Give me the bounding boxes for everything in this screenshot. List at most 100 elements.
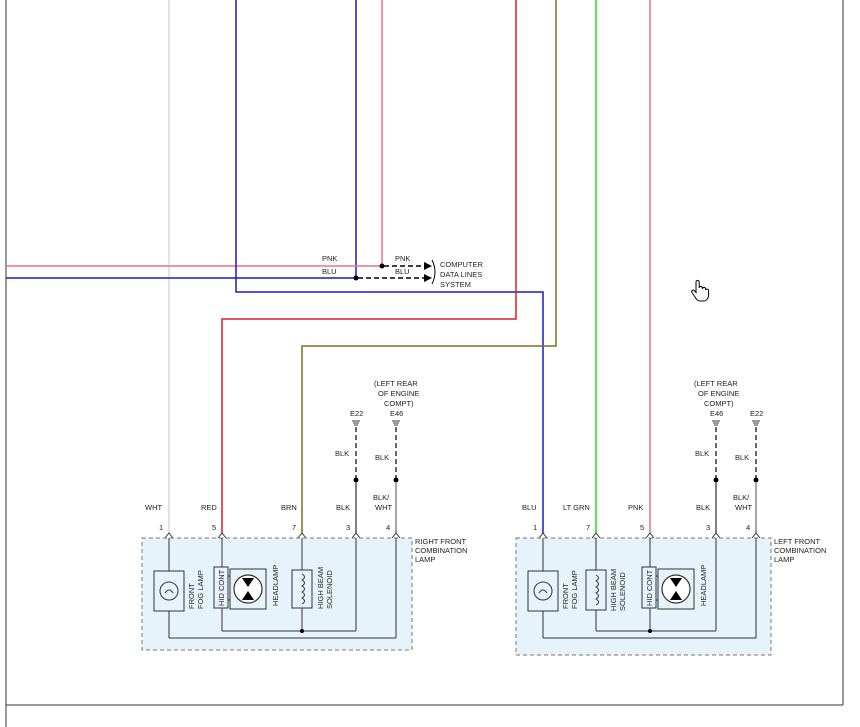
pin-number: 7 [292, 523, 296, 532]
arrow-down-icon [670, 578, 682, 587]
pin-number: 7 [586, 523, 590, 532]
label-blu-left: BLU [322, 267, 337, 276]
hand-pointer-icon [691, 279, 710, 302]
wire-color-label: BLK [335, 449, 349, 458]
system-bracket [431, 259, 436, 285]
arrow-right-icon [424, 274, 432, 282]
solenoid-box [585, 569, 607, 611]
wire-red-right-lamp [221, 0, 517, 534]
wire-color-label: BRN [281, 503, 297, 512]
pin-number: 4 [386, 523, 390, 532]
wire-color-label: PNK [628, 503, 643, 512]
hid-controller-label: HID CONT [217, 569, 226, 606]
wire-color-label: BLK/ [373, 493, 390, 502]
label-pnk-left: PNK [322, 254, 337, 263]
pin-number: 5 [212, 523, 216, 532]
wire-color-label: BLK/ [733, 493, 750, 502]
ground-note-line3: COMPT) [704, 399, 734, 408]
ground-label: E22 [350, 409, 363, 418]
pin-number: 3 [706, 523, 710, 532]
wire-color-label: BLK [735, 453, 749, 462]
wire-color-label: BLK [375, 453, 389, 462]
headlamp-bulb-icon [661, 574, 691, 604]
solenoid-label: SOLENOID [618, 572, 627, 611]
component-title-line2: COMBINATION [774, 546, 826, 555]
headlamp-label: HEADLAMP [699, 565, 708, 606]
ground-label: E46 [710, 409, 723, 418]
hid-controller-label: HID CONT [645, 569, 654, 606]
ground-note-line2: OF ENGINE [698, 389, 739, 398]
hid-controller-box [213, 566, 229, 609]
label-pnk-right: PNK [395, 254, 410, 263]
component-title-line1: RIGHT FRONT [415, 537, 467, 546]
splice-dot [393, 477, 399, 483]
left-front-combination-lamp: (LEFT REAR OF ENGINE COMPT) E46 E22 BLK … [515, 379, 826, 656]
ground-note-line1: (LEFT REAR [374, 379, 418, 388]
system-label-line2: DATA LINES [440, 270, 482, 279]
ground-note-line2: OF ENGINE [378, 389, 419, 398]
arrow-down-icon [242, 578, 254, 587]
headlamp-label: HEADLAMP [271, 565, 280, 606]
component-title-line1: LEFT FRONT [774, 537, 821, 546]
fog-lamp-label: FOG LAMP [196, 570, 205, 609]
component-title-line2: COMBINATION [415, 546, 467, 555]
component-title-line3: LAMP [415, 555, 435, 564]
arrow-up-icon [670, 591, 682, 600]
solenoid-box [291, 569, 313, 609]
component-title-line3: LAMP [774, 555, 794, 564]
hid-controller-box [641, 566, 657, 609]
fog-lamp-box [153, 570, 185, 612]
wire-brn-right-lamp [301, 0, 557, 534]
headlamp-bulb-icon [233, 574, 263, 604]
fog-lamp-label: FRONT [561, 583, 570, 609]
ground-symbol-icon [352, 420, 400, 426]
splice-dot [713, 477, 719, 483]
fog-lamp-label: FRONT [187, 583, 196, 609]
right-front-combination-lamp: (LEFT REAR OF ENGINE COMPT) E22 E46 BLK … [141, 379, 467, 651]
wire-color-label: WHT [145, 503, 162, 512]
bulb-filament-icon [538, 589, 548, 594]
bulb-filament-icon [164, 589, 174, 594]
ground-note-line1: (LEFT REAR [694, 379, 738, 388]
ground-symbol-icon [712, 420, 760, 426]
splice-dot [379, 263, 385, 269]
splice-dot [753, 477, 759, 483]
solenoid-label: HIGH BEAM [316, 567, 325, 609]
fog-lamp-label: FOG LAMP [570, 570, 579, 609]
wire-color-label: BLK [695, 449, 709, 458]
splice-dot [353, 477, 359, 483]
splice-dot [353, 275, 359, 281]
wire-color-label: BLK [696, 503, 710, 512]
pin-number: 3 [346, 523, 350, 532]
ground-label: E46 [390, 409, 403, 418]
arrow-right-icon [424, 262, 432, 270]
fog-lamp-box [527, 570, 559, 612]
connector-pin-icon [164, 532, 401, 539]
wire-color-label: WHT [735, 503, 752, 512]
splice-dot [648, 629, 652, 633]
pin-number: 1 [159, 523, 163, 532]
splice-dot [300, 629, 304, 633]
ground-label: E22 [750, 409, 763, 418]
connector-pin-icon [538, 532, 761, 539]
wire-color-label: WHT [375, 503, 392, 512]
coil-icon [301, 573, 305, 605]
wire-color-label: RED [201, 503, 217, 512]
arrow-up-icon [242, 591, 254, 600]
system-label-line3: SYSTEM [440, 280, 471, 289]
pin-number: 1 [533, 523, 537, 532]
wire-blu-left-lamp [235, 0, 544, 534]
wire-color-label: LT GRN [563, 503, 590, 512]
solenoid-label: SOLENOID [325, 570, 334, 609]
coil-icon [595, 574, 599, 606]
ground-note-line3: COMPT) [384, 399, 414, 408]
bulb-icon [533, 581, 553, 601]
system-label-line1: COMPUTER [440, 260, 484, 269]
wire-color-label: BLU [522, 503, 537, 512]
solenoid-label: HIGH BEAM [609, 569, 618, 611]
bulb-icon [159, 581, 179, 601]
wire-color-label: BLK [336, 503, 350, 512]
label-blu-right: BLU [395, 267, 410, 276]
pin-number: 5 [640, 523, 644, 532]
